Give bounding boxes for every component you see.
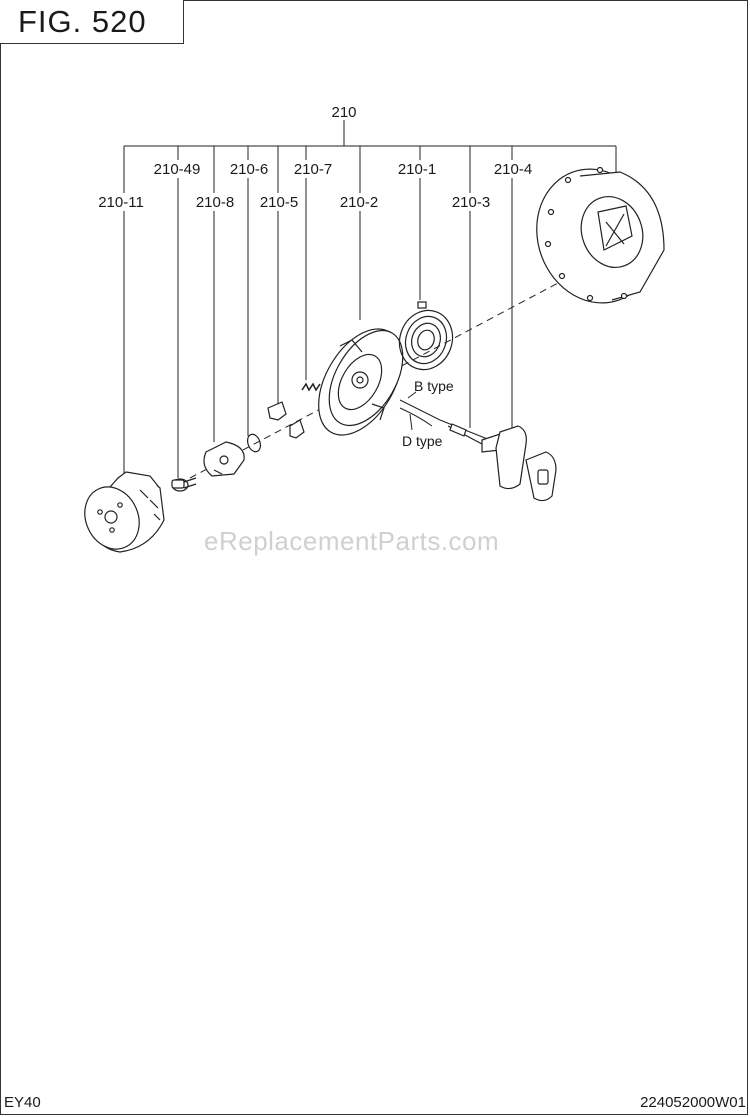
- label-210-49: 210-49: [154, 161, 201, 178]
- watermark: eReplacementParts.com: [204, 526, 500, 556]
- friction-plate-part: [203, 441, 245, 477]
- starter-handle-part: [447, 425, 557, 502]
- starter-rope: [399, 399, 491, 441]
- starter-case-part: [536, 166, 665, 304]
- assembly-label: 210: [331, 104, 356, 121]
- label-210-6: 210-6: [230, 161, 268, 178]
- b-type-label: B type: [414, 378, 454, 394]
- label-210-3: 210-3: [452, 194, 490, 211]
- retaining-ring-part: [246, 433, 262, 453]
- ratchet-pawl-parts: [267, 401, 305, 439]
- d-type-label: D type: [402, 433, 443, 449]
- starter-cup-part: [84, 471, 165, 553]
- center-bolt-part: [171, 477, 197, 492]
- spiral-spring-part: [398, 301, 454, 371]
- label-210-1: 210-1: [398, 161, 436, 178]
- model-code: EY40: [4, 1094, 41, 1111]
- drawing-number: 224052000W01: [640, 1094, 746, 1111]
- label-210-2: 210-2: [340, 194, 378, 211]
- d-type-leader: [409, 413, 413, 431]
- label-210-4: 210-4: [494, 161, 532, 178]
- label-210-7: 210-7: [294, 161, 332, 178]
- label-210-8: 210-8: [196, 194, 234, 211]
- label-210-11: 210-11: [98, 194, 144, 211]
- label-210-5: 210-5: [260, 194, 298, 211]
- figure-title: FIG. 520: [0, 0, 184, 44]
- b-type-leader: [407, 391, 417, 399]
- recoil-reel-part: [318, 328, 404, 436]
- rope-knot-part: [449, 423, 467, 437]
